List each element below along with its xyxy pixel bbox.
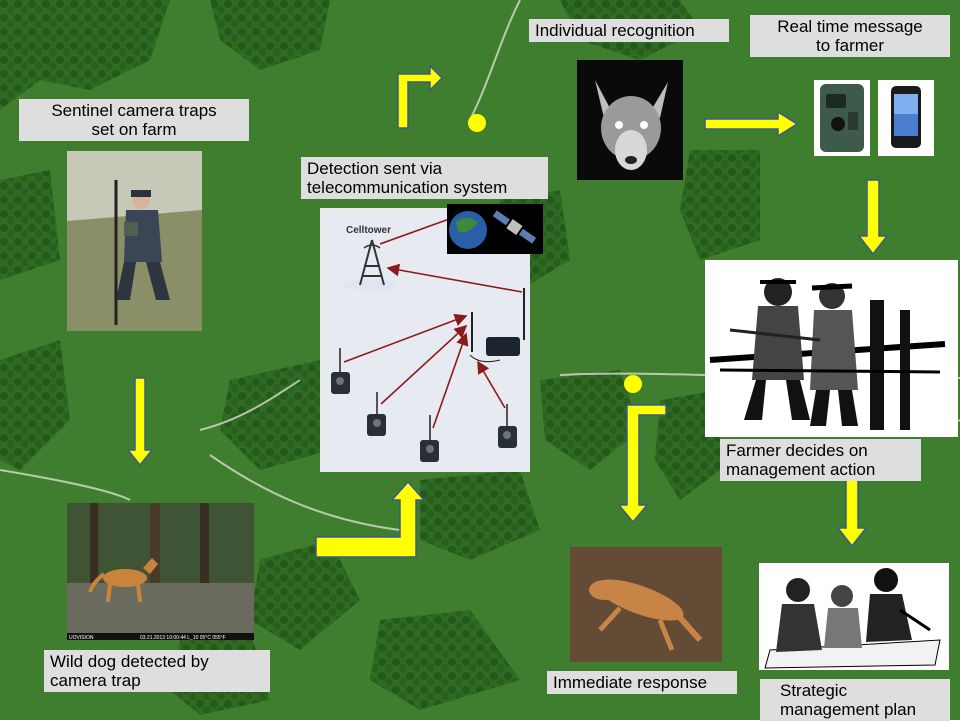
camera-trap-icon <box>831 117 845 131</box>
planning-sketch <box>759 563 949 670</box>
satellite-photo <box>447 204 543 254</box>
location-dot <box>624 375 642 393</box>
wild-dog-camera-photo <box>67 503 254 640</box>
individual-recognition-photo <box>577 60 683 180</box>
camera-trap-device-photo <box>814 80 870 156</box>
camera-stamp-readout: 03.21.2013 10:00:44 L_10 05°C 055°F <box>140 635 226 641</box>
label-detection-sent: Detection sent via telecommunication sys… <box>301 157 548 199</box>
farmers-sketch <box>705 260 958 437</box>
sensor-camera-icon <box>331 348 350 394</box>
sensor-camera-icon <box>420 415 439 462</box>
label-real-time-message: Real time message to farmer <box>750 15 950 57</box>
location-dot <box>468 114 486 132</box>
label-farmer-decides: Farmer decides on management action <box>720 439 921 481</box>
sentinel-camera-photo <box>67 151 202 331</box>
label-immediate-response: Immediate response <box>547 671 737 694</box>
celltower-icon <box>342 239 398 291</box>
label-sentinel: Sentinel camera traps set on farm <box>19 99 249 141</box>
flow-arrows <box>126 64 889 558</box>
label-individual-recognition: Individual recognition <box>529 19 729 42</box>
camera-stamp-brand: UOVISION <box>69 635 94 641</box>
satellite-icon <box>492 210 537 244</box>
sensor-camera-icon <box>498 404 517 448</box>
immediate-response-photo <box>570 547 722 662</box>
mobile-phone-photo <box>878 80 934 156</box>
signal-arrows <box>343 217 523 429</box>
sensor-camera-icon <box>367 392 386 436</box>
label-strategic-plan: Strategic management plan <box>760 679 950 721</box>
label-wild-dog-detected: Wild dog detected by camera trap <box>44 650 270 692</box>
celltower-label: Celltower <box>346 225 391 236</box>
base-station-icon <box>469 288 525 363</box>
